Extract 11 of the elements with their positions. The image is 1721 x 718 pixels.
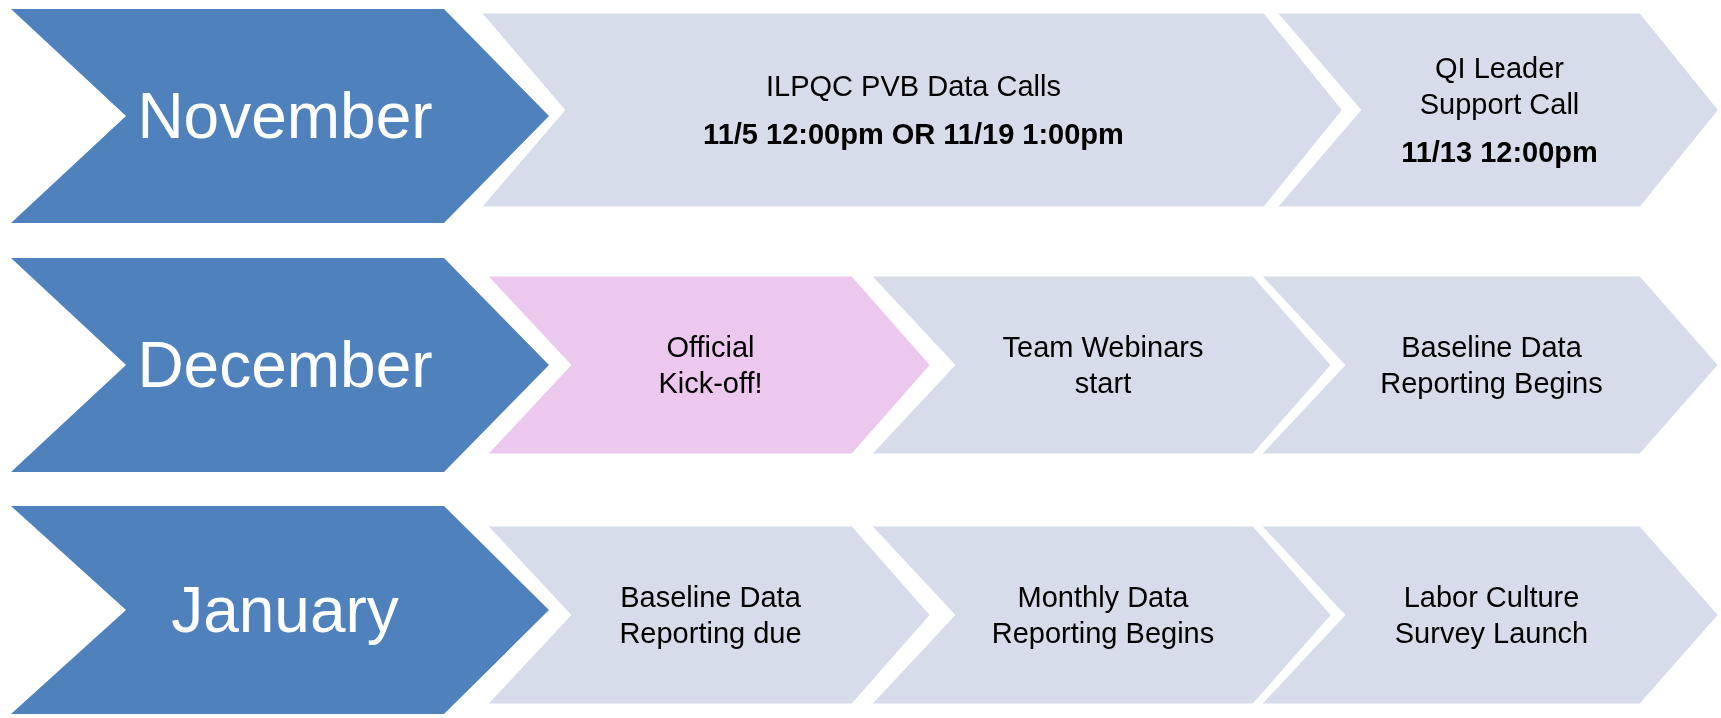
event-label: Official Kick-off! <box>657 329 764 401</box>
event-label: Baseline Data Reporting Begins <box>1379 329 1604 401</box>
month-label: January <box>171 574 399 646</box>
event-label: Labor Culture Survey Launch <box>1393 579 1590 651</box>
event-label: Team Webinars start <box>1001 329 1205 401</box>
month-label: November <box>137 80 433 152</box>
event-label: QI Leader Support Call <box>1418 50 1581 122</box>
month-label: December <box>137 329 433 401</box>
event-label: Baseline Data Reporting due <box>618 579 803 651</box>
event-date: 11/13 12:00pm <box>1401 135 1598 171</box>
event-label: Monthly Data Reporting Begins <box>990 579 1216 651</box>
